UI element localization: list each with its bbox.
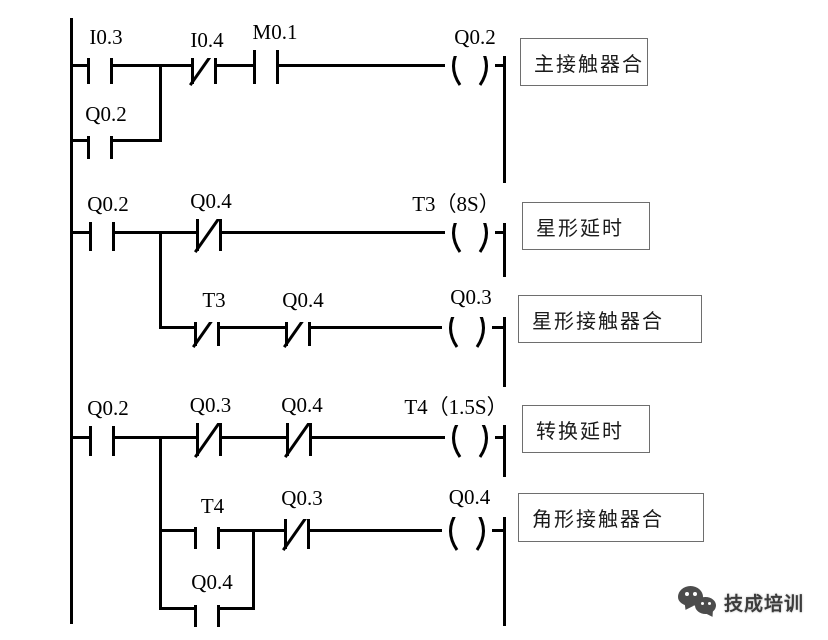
- nc-contact-symbol: [283, 306, 313, 349]
- contact-label: T3: [180, 278, 248, 322]
- rung-line-1: [70, 64, 506, 67]
- no-contact-symbol: [194, 513, 220, 549]
- contact-label: Q0.3: [177, 387, 244, 423]
- contact-label: I0.3: [74, 16, 138, 58]
- rung-line-3: [159, 326, 506, 329]
- nc-contact-symbol: [284, 416, 314, 459]
- contact-label: Q0.3: [268, 477, 336, 519]
- rung-1-branch-vertical: [159, 64, 162, 142]
- contact-label: M0.1: [240, 14, 310, 50]
- rung-comment: 星形接触器合: [518, 295, 702, 343]
- nc-contact-symbol: [189, 44, 219, 87]
- coil-label: Q0.3: [436, 277, 506, 317]
- watermark: 技成培训: [678, 584, 805, 623]
- nc-contact-symbol: [194, 211, 224, 254]
- contact-label: Q0.4: [268, 387, 336, 423]
- no-contact-symbol: [89, 215, 115, 251]
- rung-2-branch-vertical: [159, 231, 162, 329]
- no-contact-symbol: [87, 123, 113, 159]
- no-contact-symbol: [194, 591, 220, 627]
- contact-label: I0.4: [174, 22, 240, 58]
- coil-label: Q0.2: [444, 18, 506, 56]
- no-contact-symbol: [89, 420, 115, 456]
- contact-label: Q0.2: [74, 92, 138, 136]
- coil-label: T4（1.5S）: [400, 387, 512, 425]
- no-contact-symbol: [87, 48, 113, 84]
- rung-comment: 角形接触器合: [518, 493, 704, 542]
- contact-label: Q0.2: [76, 186, 140, 222]
- rung-line-2: [70, 231, 506, 234]
- power-rail-left: [70, 18, 73, 624]
- contact-label: Q0.4: [177, 559, 247, 605]
- rung-comment: 星形延时: [522, 202, 650, 250]
- nc-contact-symbol: [194, 416, 224, 459]
- contact-label: T4: [176, 485, 249, 527]
- rung-1-parallel-branch-line: [70, 139, 162, 142]
- coil-label: T3（8S）: [404, 183, 508, 223]
- wechat-icon: [678, 584, 720, 623]
- contact-label: Q0.4: [178, 183, 244, 219]
- nc-contact-symbol: [192, 306, 222, 349]
- rung-line-5: [159, 529, 506, 532]
- rung-5-parallel-vertical: [252, 529, 255, 610]
- coil-label: Q0.4: [433, 477, 506, 517]
- contact-label: Q0.4: [268, 278, 338, 322]
- no-contact-symbol: [253, 48, 279, 84]
- power-rail-right: [503, 18, 506, 626]
- watermark-brand-text: 技成培训: [724, 593, 805, 615]
- rung-4-branch-vertical: [159, 436, 162, 610]
- rung-comment: 主接触器合: [520, 38, 648, 86]
- contact-label: Q0.2: [76, 390, 140, 426]
- nc-contact-symbol: [282, 509, 312, 552]
- rung-comment: 转换延时: [522, 405, 650, 453]
